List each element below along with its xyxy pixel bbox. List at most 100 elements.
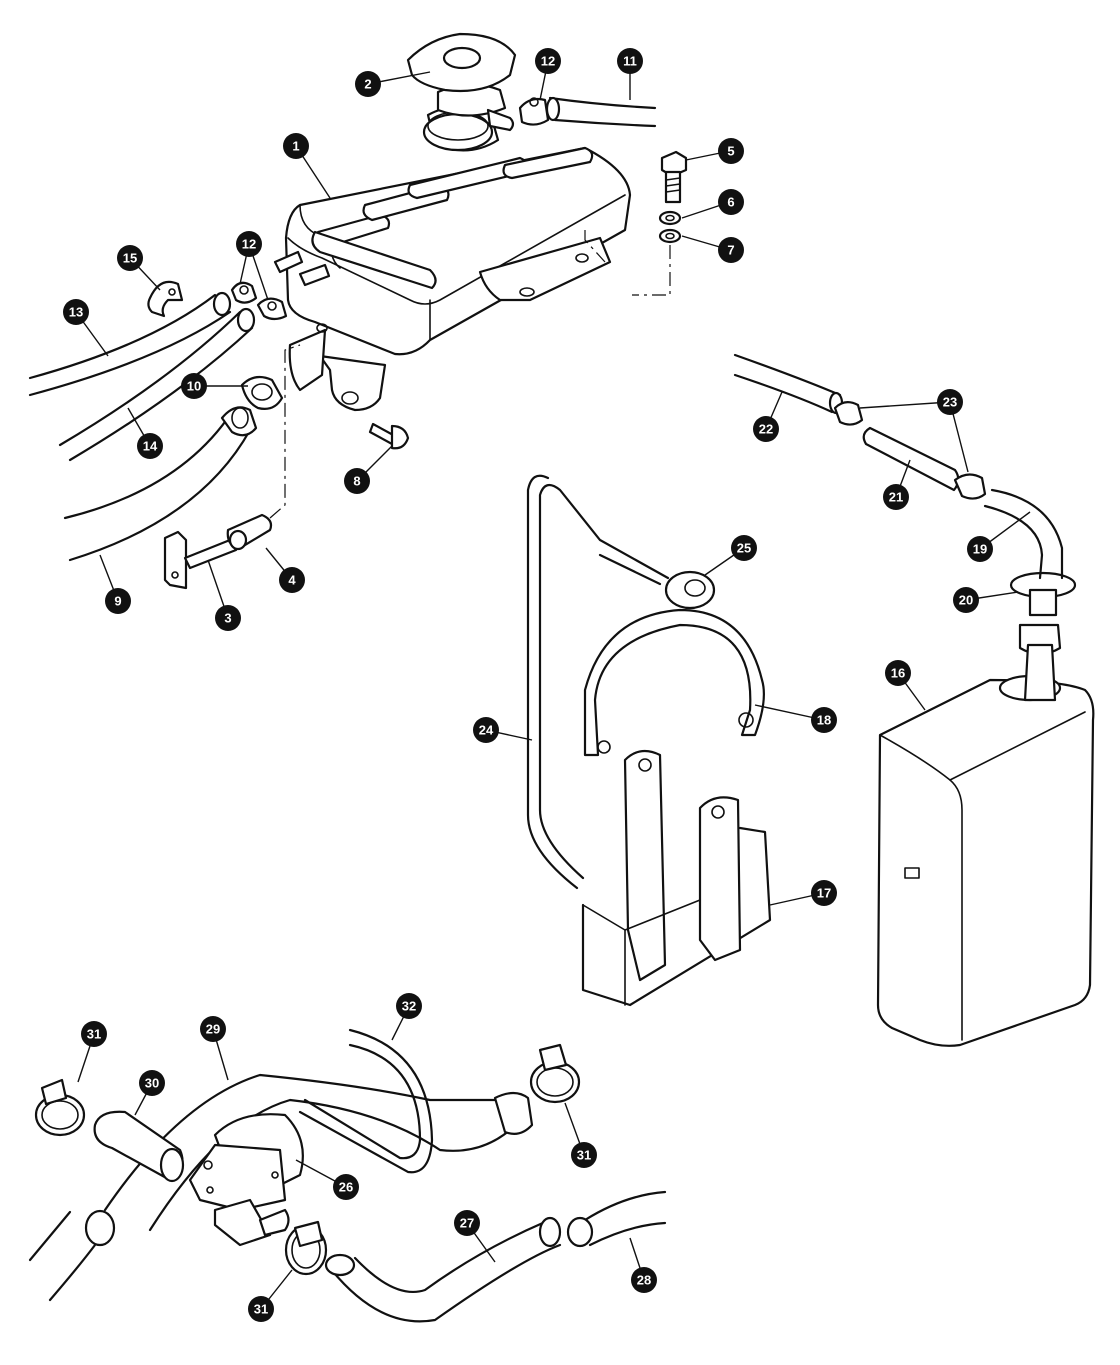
callout-26: 26 <box>333 1174 359 1200</box>
callout-9: 9 <box>105 588 131 614</box>
hose-14 <box>58 307 256 462</box>
svg-text:18: 18 <box>817 713 831 728</box>
svg-text:12: 12 <box>541 54 555 69</box>
clamp-12-left-b <box>256 297 288 321</box>
hose-11 <box>518 96 657 128</box>
svg-text:31: 31 <box>87 1027 101 1042</box>
svg-text:7: 7 <box>727 243 734 258</box>
callout-3: 3 <box>215 605 241 631</box>
callout-6: 6 <box>718 189 744 215</box>
svg-text:1: 1 <box>292 139 299 154</box>
callout-2: 2 <box>355 71 381 97</box>
callout-31-bottom: 31 <box>248 1296 274 1322</box>
svg-text:22: 22 <box>759 422 773 437</box>
callout-32: 32 <box>396 993 422 1019</box>
hose-28 <box>566 1190 667 1248</box>
bolt-5 <box>660 150 688 204</box>
spacer-4 <box>226 513 273 551</box>
svg-text:8: 8 <box>353 474 360 489</box>
sleeve-30 <box>93 1110 185 1183</box>
clamp-31-right <box>529 1043 581 1104</box>
clip-15 <box>147 280 184 318</box>
callout-8: 8 <box>344 468 370 494</box>
svg-text:27: 27 <box>460 1216 474 1231</box>
callout-31-left: 31 <box>81 1021 107 1047</box>
callout-31-right: 31 <box>571 1142 597 1168</box>
clamp-31-bottom <box>284 1220 328 1276</box>
svg-text:24: 24 <box>479 723 494 738</box>
callout-4: 4 <box>279 567 305 593</box>
callout-13: 13 <box>63 299 89 325</box>
callout-17: 17 <box>811 880 837 906</box>
svg-text:10: 10 <box>187 379 201 394</box>
svg-text:28: 28 <box>637 1273 651 1288</box>
hose-9 <box>63 406 258 562</box>
washer-6 <box>658 210 682 226</box>
callout-15: 15 <box>117 245 143 271</box>
clamp-10 <box>240 375 284 410</box>
svg-text:3: 3 <box>224 611 231 626</box>
callout-10: 10 <box>181 373 207 399</box>
radiator-cap <box>406 32 517 152</box>
grommet-25 <box>664 570 716 610</box>
callout-5: 5 <box>718 138 744 164</box>
callout-24: 24 <box>473 717 499 743</box>
washer-7 <box>658 228 682 244</box>
bracket-3 <box>163 530 238 590</box>
svg-text:21: 21 <box>889 490 903 505</box>
svg-text:13: 13 <box>69 305 83 320</box>
svg-text:26: 26 <box>339 1180 353 1195</box>
bracket-17 <box>581 749 772 1007</box>
expansion-tank <box>273 146 632 412</box>
valve-26 <box>188 1113 304 1247</box>
callout-14: 14 <box>137 433 163 459</box>
clamp-23-a <box>833 401 864 426</box>
hose-13 <box>28 291 232 397</box>
svg-text:32: 32 <box>402 999 416 1014</box>
pump-20 <box>1009 571 1077 702</box>
hose-21 <box>862 426 960 492</box>
svg-text:19: 19 <box>973 542 987 557</box>
inlet-pipe <box>28 1210 72 1262</box>
callout-30: 30 <box>139 1070 165 1096</box>
bolt-8 <box>368 422 410 450</box>
callout-1: 1 <box>283 133 309 159</box>
callout-28: 28 <box>631 1267 657 1293</box>
hose-19 <box>983 488 1064 580</box>
svg-text:2: 2 <box>364 77 371 92</box>
svg-text:4: 4 <box>288 573 296 588</box>
svg-text:29: 29 <box>206 1022 220 1037</box>
hose-22 <box>733 353 844 415</box>
svg-text:5: 5 <box>727 144 734 159</box>
svg-text:9: 9 <box>114 594 121 609</box>
svg-text:20: 20 <box>959 593 973 608</box>
svg-text:30: 30 <box>145 1076 159 1091</box>
svg-text:12: 12 <box>242 237 256 252</box>
washer-bottle <box>876 674 1095 1047</box>
pipe-24 <box>526 474 670 890</box>
clamp-23-b <box>953 473 987 500</box>
svg-text:11: 11 <box>623 54 637 69</box>
svg-text:23: 23 <box>943 395 957 410</box>
clamp-12-left-a <box>230 281 258 304</box>
clamp-31-left <box>34 1078 86 1137</box>
callout-21: 21 <box>883 484 909 510</box>
callout-7: 7 <box>718 237 744 263</box>
callout-12-left: 12 <box>236 231 262 257</box>
callout-12-top: 12 <box>535 48 561 74</box>
strap-18 <box>583 608 765 757</box>
hose-27 <box>324 1216 562 1323</box>
callout-22: 22 <box>753 416 779 442</box>
callout-19: 19 <box>967 536 993 562</box>
svg-text:17: 17 <box>817 886 831 901</box>
svg-text:31: 31 <box>254 1302 268 1317</box>
callout-25: 25 <box>731 535 757 561</box>
callout-23: 23 <box>937 389 963 415</box>
callout-16: 16 <box>885 660 911 686</box>
svg-text:14: 14 <box>143 439 158 454</box>
svg-text:25: 25 <box>737 541 751 556</box>
svg-text:6: 6 <box>727 195 734 210</box>
callout-29: 29 <box>200 1016 226 1042</box>
callout-27: 27 <box>454 1210 480 1236</box>
